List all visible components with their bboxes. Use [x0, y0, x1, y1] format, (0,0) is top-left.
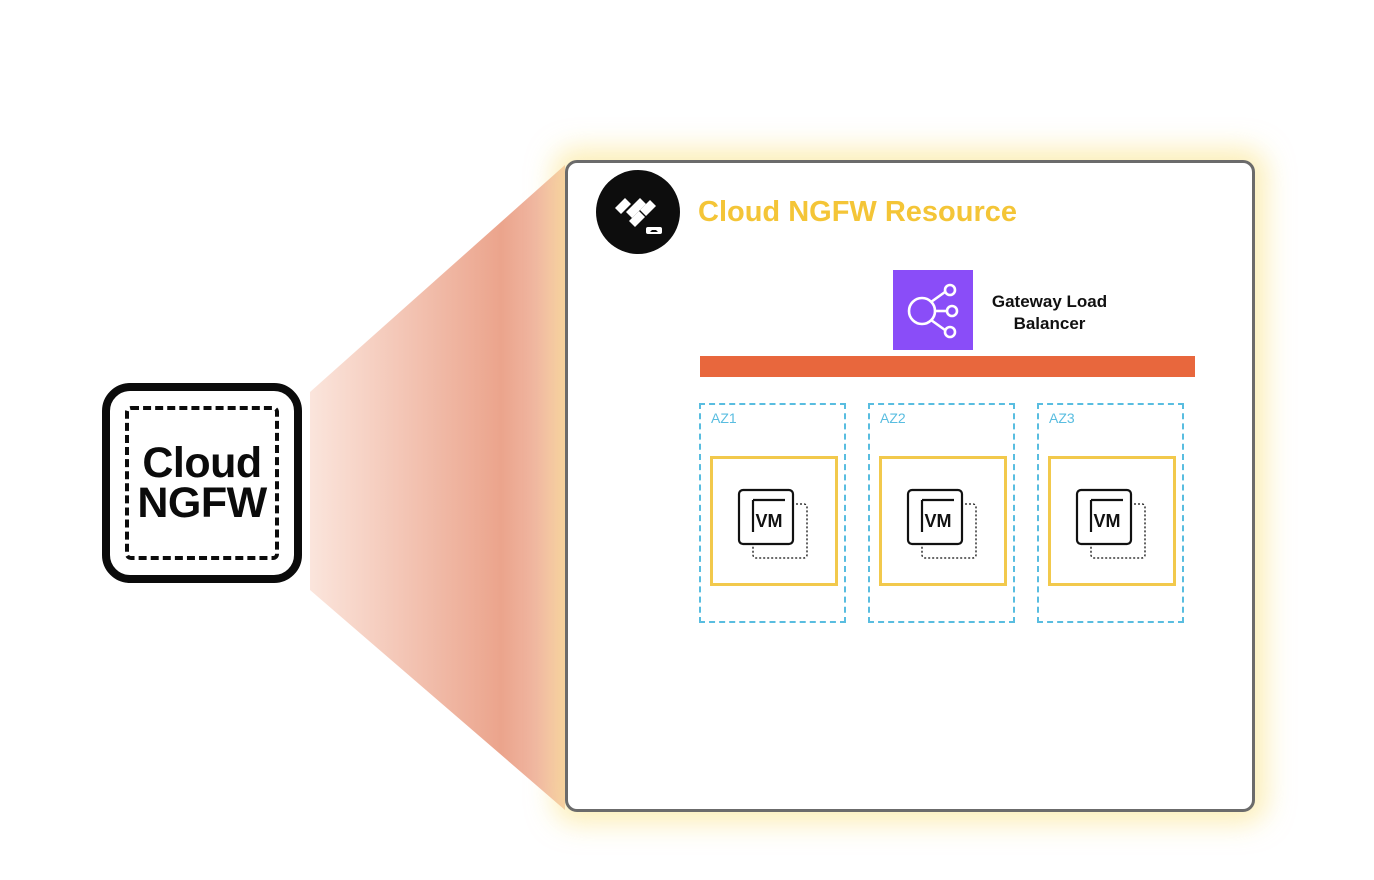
availability-zone-label: AZ1 — [711, 410, 737, 426]
gateway-load-balancer-label-line2: Balancer — [1013, 314, 1086, 333]
availability-zone-1: AZ1 VM — [699, 403, 846, 623]
vm-instance-box: VM — [1048, 456, 1176, 586]
vm-label: VM — [1093, 511, 1121, 531]
vm-icon: VM — [906, 486, 982, 566]
resource-title: Cloud NGFW Resource — [698, 196, 1018, 228]
palo-alto-logo-icon — [596, 170, 680, 254]
vm-instance-box: VM — [710, 456, 838, 586]
cloud-ngfw-label-line1: Cloud — [142, 439, 262, 487]
availability-zone-3: AZ3 VM — [1037, 403, 1184, 623]
traffic-bar — [700, 356, 1195, 377]
cloud-ngfw-resource-panel — [565, 160, 1255, 812]
vm-icon: VM — [1075, 486, 1151, 566]
availability-zone-label: AZ2 — [880, 410, 906, 426]
vm-label: VM — [755, 511, 783, 531]
cloud-ngfw-dashed-frame: Cloud NGFW — [125, 406, 279, 560]
availability-zone-2: AZ2 VM — [868, 403, 1015, 623]
cloud-ngfw-label-line2: NGFW — [137, 479, 267, 527]
availability-zone-label: AZ3 — [1049, 410, 1075, 426]
cloud-ngfw-icon: Cloud NGFW — [102, 383, 302, 583]
gateway-load-balancer-icon — [893, 270, 973, 350]
vm-instance-box: VM — [879, 456, 1007, 586]
vm-icon: VM — [737, 486, 813, 566]
gateway-load-balancer-label: Gateway Load Balancer — [972, 291, 1127, 335]
vm-label: VM — [924, 511, 952, 531]
gateway-load-balancer-label-line1: Gateway Load — [991, 292, 1108, 311]
